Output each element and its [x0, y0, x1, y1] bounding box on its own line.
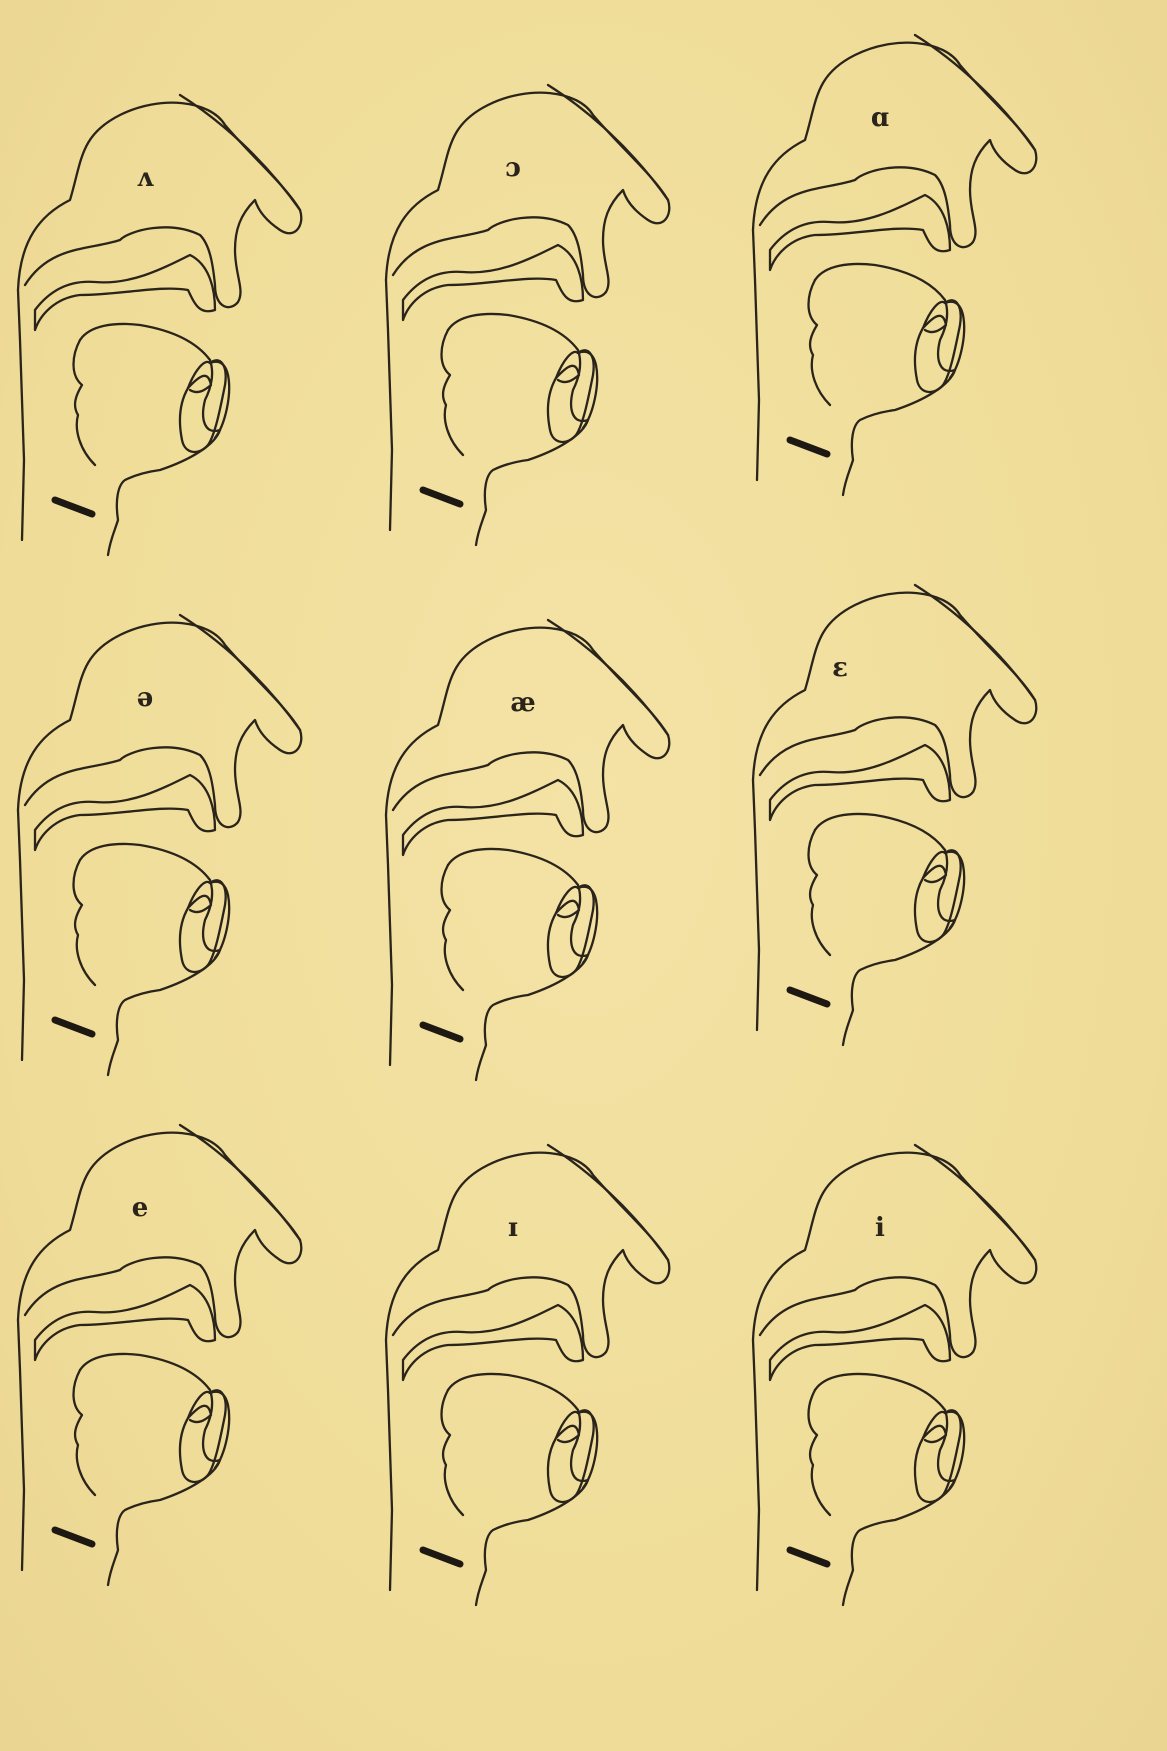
sagittal-section-2 [378, 30, 738, 590]
pharynx-wall [386, 1340, 392, 1590]
vowel-symbol-4: ə [125, 685, 165, 711]
sagittal-section-1 [10, 40, 370, 600]
soft-palate-outline [35, 775, 215, 850]
soft-palate-outline [403, 780, 583, 855]
vowel-diagram-7: e [10, 1070, 370, 1630]
sagittal-section-6 [745, 530, 1105, 1090]
tongue-root-outline [442, 330, 464, 455]
soft-palate-outline [35, 255, 215, 330]
pharynx-wall [18, 810, 24, 1060]
larynx-marker [423, 490, 460, 504]
nose-edge-line [915, 35, 1035, 150]
tongue-outline [80, 844, 220, 1075]
nose-edge-line [915, 1145, 1035, 1260]
vowel-diagram-1: ʌ [10, 40, 370, 600]
sagittal-section-9 [745, 1090, 1105, 1650]
tongue-outline [815, 1374, 955, 1605]
nose-edge-line [180, 615, 300, 730]
nasal-cavity-outline [18, 103, 301, 307]
sagittal-section-8 [378, 1090, 738, 1650]
vowel-symbol-2: ɔ [493, 155, 533, 181]
nasal-cavity-outline [753, 593, 1036, 797]
nasal-cavity-outline [18, 623, 301, 827]
nose-edge-line [548, 620, 668, 735]
nose-edge-line [180, 1125, 300, 1240]
larynx-marker [790, 440, 827, 454]
tongue-root-outline [809, 280, 831, 405]
nose-edge-line [548, 85, 668, 200]
vowel-symbol-6: ɛ [820, 655, 860, 681]
tongue-outline [80, 1354, 220, 1585]
vowel-symbol-5: æ [503, 690, 543, 716]
pharynx-wall [18, 290, 24, 540]
tongue-outline [815, 814, 955, 1045]
tongue-outline [448, 1374, 588, 1605]
tongue-root-outline [74, 860, 96, 985]
sagittal-section-3 [745, 0, 1105, 540]
vowel-diagram-5: æ [378, 565, 738, 1125]
vowel-symbol-7: e [120, 1195, 160, 1221]
tongue-outline [448, 314, 588, 545]
nasal-cavity-outline [386, 1153, 669, 1357]
pharynx-wall [386, 280, 392, 530]
nose-edge-line [180, 95, 300, 210]
tongue-outline [815, 264, 955, 495]
sagittal-section-4 [10, 560, 370, 1120]
tongue-outline [448, 849, 588, 1080]
vowel-diagram-4: ə [10, 560, 370, 1120]
tongue-root-outline [442, 865, 464, 990]
larynx-marker [55, 1020, 92, 1034]
vowel-symbol-9: i [860, 1215, 900, 1241]
pharynx-wall [386, 815, 392, 1065]
pharynx-wall [18, 1320, 24, 1570]
larynx-marker [423, 1025, 460, 1039]
vowel-symbol-8: ɪ [493, 1215, 533, 1241]
pharynx-wall [753, 780, 759, 1030]
vowel-diagram-2: ɔ [378, 30, 738, 590]
tongue-root-outline [809, 830, 831, 955]
soft-palate-outline [770, 745, 950, 820]
larynx-marker [790, 1550, 827, 1564]
soft-palate-outline [770, 195, 950, 270]
larynx-marker [423, 1550, 460, 1564]
larynx-marker [790, 990, 827, 1004]
pharynx-wall [753, 1340, 759, 1590]
nasal-cavity-outline [753, 43, 1036, 247]
vowel-diagram-6: ɛ [745, 530, 1105, 1090]
vowel-diagram-8: ɪ [378, 1090, 738, 1650]
soft-palate-outline [403, 245, 583, 320]
soft-palate-outline [35, 1285, 215, 1360]
vowel-diagram-3: ɑ [745, 0, 1105, 540]
vowel-diagram-9: i [745, 1090, 1105, 1650]
pharynx-wall [753, 230, 759, 480]
tongue-root-outline [74, 1370, 96, 1495]
nose-edge-line [915, 585, 1035, 700]
tongue-root-outline [442, 1390, 464, 1515]
tongue-outline [80, 324, 220, 555]
nasal-cavity-outline [386, 93, 669, 297]
vowel-symbol-1: ʌ [125, 165, 165, 191]
vowel-symbol-3: ɑ [860, 105, 900, 131]
tongue-root-outline [809, 1390, 831, 1515]
nasal-cavity-outline [753, 1153, 1036, 1357]
nasal-cavity-outline [18, 1133, 301, 1337]
soft-palate-outline [403, 1305, 583, 1380]
nasal-cavity-outline [386, 628, 669, 832]
tongue-root-outline [74, 340, 96, 465]
sagittal-section-5 [378, 565, 738, 1125]
larynx-marker [55, 1530, 92, 1544]
soft-palate-outline [770, 1305, 950, 1380]
larynx-marker [55, 500, 92, 514]
sagittal-section-7 [10, 1070, 370, 1630]
nose-edge-line [548, 1145, 668, 1260]
